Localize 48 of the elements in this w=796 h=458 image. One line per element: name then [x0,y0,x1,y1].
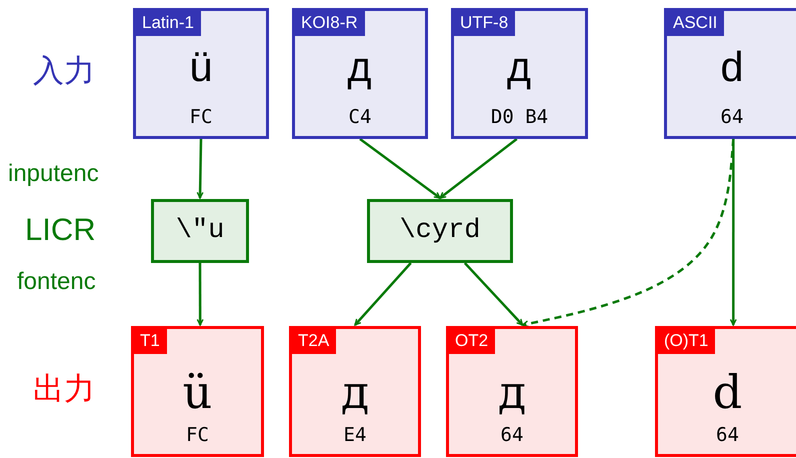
encoding-tag: T2A [292,329,336,354]
row-label: 入力 [33,52,95,91]
character-glyph: д [340,367,370,417]
arrow [354,262,412,326]
arrow [359,138,441,199]
macro-box [151,199,249,263]
step-label: inputenc [8,160,99,188]
character-glyph: д [346,47,374,93]
encoding-box [292,8,428,139]
step-label: fontenc [17,268,96,296]
encoding-box [446,326,578,457]
character-glyph: д [496,367,528,417]
hex-code: FC [188,106,214,128]
encoding-tag: KOI8-R [295,11,365,36]
character-glyph: d [718,47,746,93]
character-glyph: ü [182,367,214,417]
arrow [196,263,204,326]
character-glyph: ü [187,47,215,93]
encoding-tag: Latin-1 [136,11,201,36]
encoding-tag: UTF-8 [454,11,516,36]
encoding-box [131,326,264,457]
encoding-box [133,8,269,139]
hex-code: D0 B4 [490,106,550,128]
encoding-tag: ASCII [667,11,724,36]
macro-name: \cyrd [398,215,482,247]
arrow [730,139,737,326]
macro-name: \"u [174,215,226,247]
hex-code: 64 [720,106,744,128]
encoding-box [289,326,421,457]
character-glyph: d [712,367,744,417]
encoding-box [664,8,796,139]
encoding-tag: OT2 [449,329,496,354]
hex-code: 64 [715,424,740,446]
row-label: 出力 [33,370,95,409]
arrow [196,138,204,199]
macro-box [367,199,513,263]
character-glyph: д [506,47,534,93]
row-label: LICR [25,212,96,248]
encoding-tag: (O)T1 [658,329,716,354]
hex-code: FC [185,424,210,446]
arrow [464,262,524,326]
arrow [439,138,518,199]
hex-code: C4 [348,106,372,128]
hex-code: 64 [500,424,524,446]
encoding-box [451,8,588,139]
encoding-tag: T1 [134,329,167,354]
hex-code: E4 [342,424,368,446]
encoding-box [655,326,796,457]
